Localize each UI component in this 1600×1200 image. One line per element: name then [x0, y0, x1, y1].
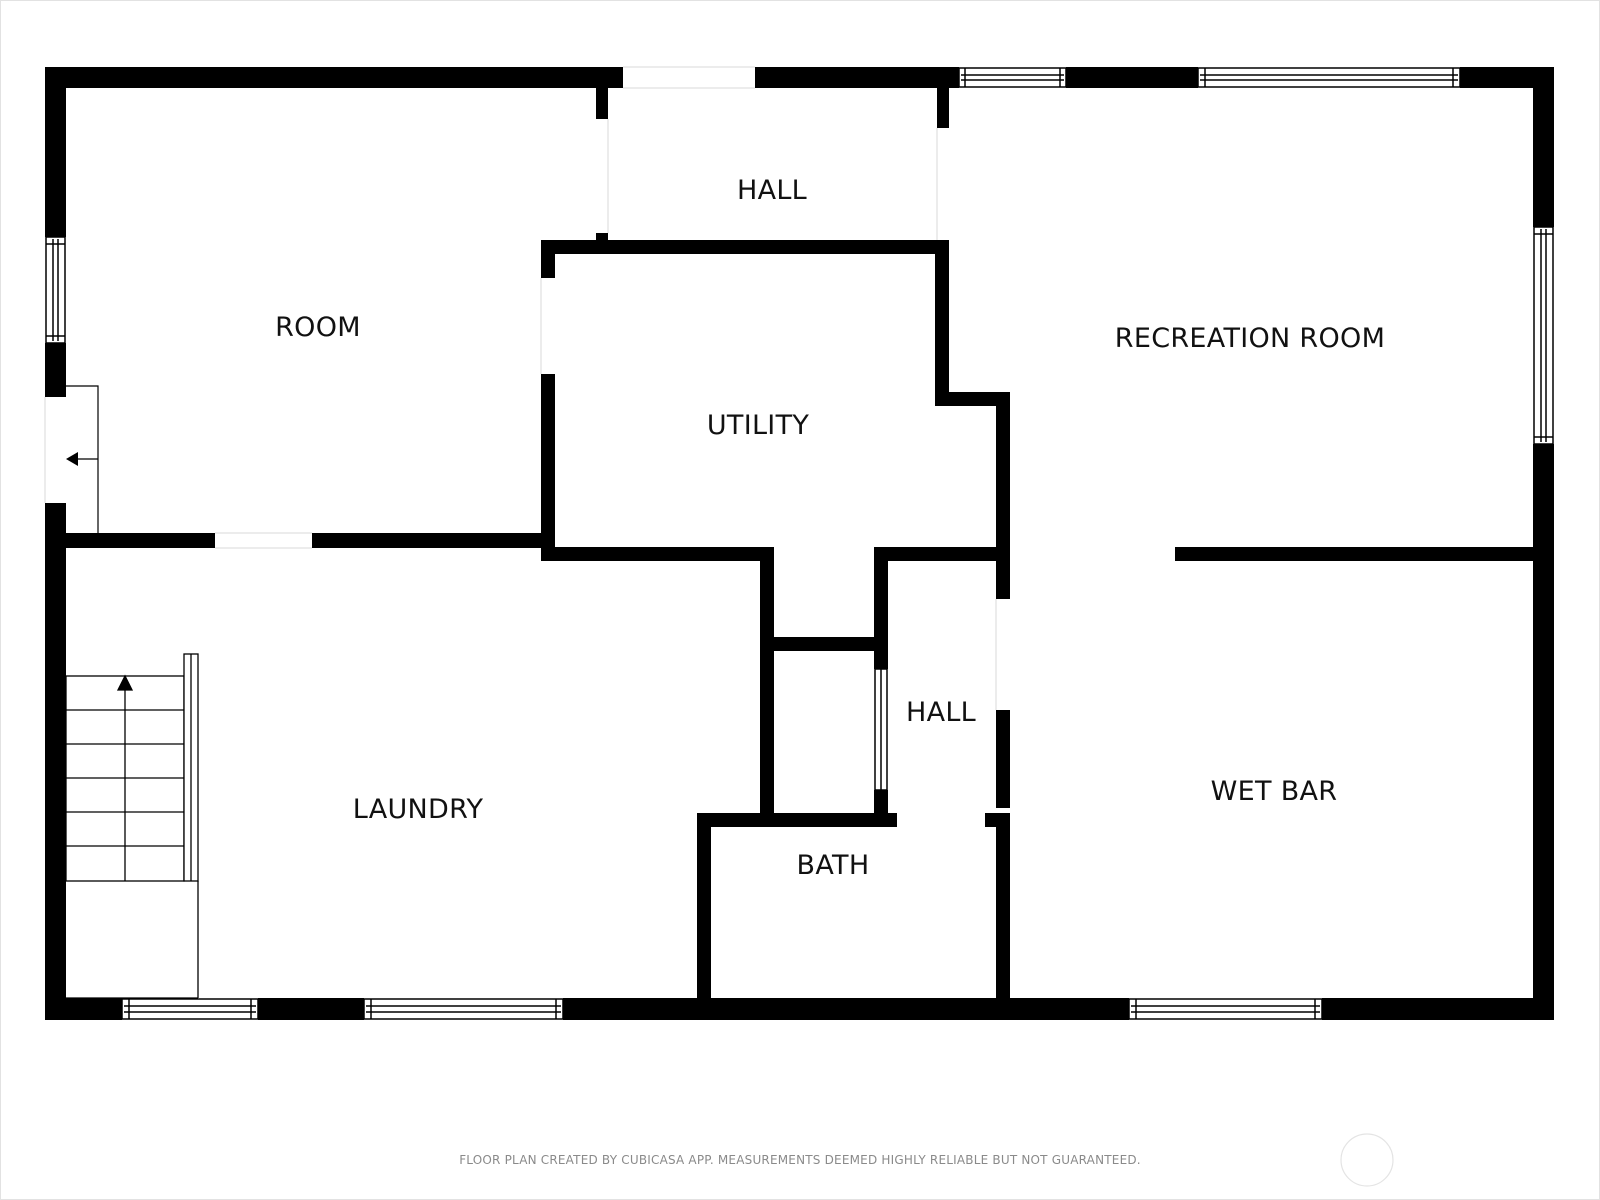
wall-utility-bottom-right: [874, 547, 1010, 561]
wall-hall-left-upper: [596, 67, 608, 119]
wall-closet-left: [760, 547, 774, 820]
label-laundry: LAUNDRY: [353, 794, 484, 825]
wall-bottom-3: [563, 998, 1129, 1020]
window-left-1: [45, 236, 66, 344]
room-labels: ROOM HALL UTILITY RECREATION ROOM LAUNDR…: [275, 175, 1385, 881]
wall-top-right-2: [1460, 67, 1554, 88]
wall-bottom-2: [258, 998, 364, 1020]
window-top-2: [1197, 67, 1461, 88]
window-bottom-2: [363, 998, 564, 1020]
wall-utility-bottom-left: [541, 547, 774, 561]
label-bath: BATH: [797, 850, 870, 881]
disclaimer-text: FLOOR PLAN CREATED BY CUBICASA APP. MEAS…: [459, 1153, 1141, 1167]
wall-right-2: [1533, 444, 1554, 1020]
wall-top-right-1: [1066, 67, 1198, 88]
window-bottom-1: [121, 998, 259, 1020]
wall-room-laundry-right: [312, 533, 555, 548]
wall-right-1: [1533, 67, 1554, 227]
wall-hall-right-stub: [985, 813, 1010, 827]
label-utility: UTILITY: [707, 410, 810, 441]
window-top-1: [958, 67, 1067, 88]
wall-left-1: [45, 67, 66, 237]
windows: [45, 67, 1554, 1020]
closet-door: [874, 668, 888, 791]
window-bottom-3: [1128, 998, 1323, 1020]
compass-circle-icon: [1340, 1133, 1394, 1187]
wall-utility-step: [935, 392, 1010, 406]
stairs-up-arrow-icon: [116, 674, 134, 691]
wall-top-left: [45, 67, 623, 88]
wall-bath-left: [697, 813, 711, 1020]
wall-utility-top: [541, 240, 949, 254]
openings: [44, 66, 997, 710]
wall-top-mid: [755, 67, 959, 88]
wall-left-2: [45, 343, 66, 397]
label-hall-top: HALL: [737, 175, 807, 206]
window-right-1: [1533, 226, 1554, 445]
wall-bath-right: [996, 827, 1010, 1020]
label-wet-bar: WET BAR: [1211, 776, 1338, 807]
wall-room-laundry-left: [45, 533, 215, 548]
label-room: ROOM: [275, 312, 361, 343]
wall-closet-right-lower: [874, 790, 888, 820]
walls: [45, 67, 1554, 1020]
wall-hall-right-upper: [937, 67, 949, 128]
wall-utility-left-upper: [541, 240, 555, 278]
wall-utility-right-lower: [996, 392, 1010, 599]
entry-door: [66, 385, 99, 533]
door-arrow-icon: [66, 452, 78, 466]
stairs: [65, 653, 199, 999]
wall-utility-right-upper: [935, 240, 949, 406]
label-recreation-room: RECREATION ROOM: [1115, 323, 1385, 354]
wall-rec-wetbar: [1175, 547, 1554, 561]
label-hall-mid: HALL: [906, 697, 976, 728]
wall-hall-right-mid: [996, 710, 1010, 808]
wall-utility-left-lower: [541, 374, 555, 561]
wall-left-3: [45, 503, 66, 1020]
wall-bottom-4: [1322, 998, 1554, 1020]
wall-bath-top: [697, 813, 897, 827]
wall-closet-top: [760, 637, 888, 651]
